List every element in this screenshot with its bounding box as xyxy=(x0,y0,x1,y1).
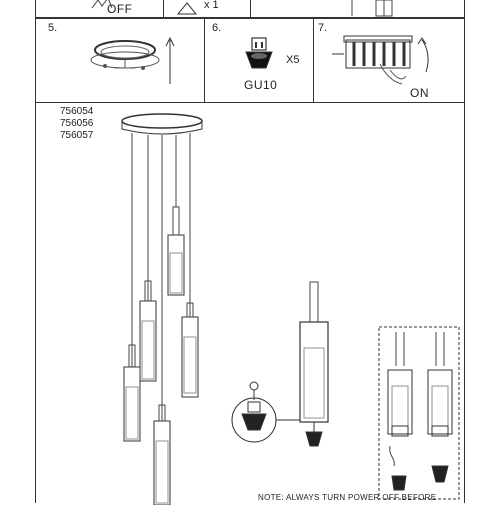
top-right-fixture-icon xyxy=(351,0,393,17)
step-row xyxy=(35,18,465,103)
step-7-number: 7. xyxy=(318,22,328,34)
off-label: OFF xyxy=(107,2,133,16)
bulb-replacement-detail xyxy=(378,326,460,500)
bulb-quantity: X5 xyxy=(286,54,300,66)
model-number-2: 756056 xyxy=(60,118,94,129)
pendant-chandelier-illustration xyxy=(121,113,203,505)
bottom-note: NOTE: ALWAYS TURN POWER OFF BEFORE xyxy=(258,493,437,502)
x1-label: x 1 xyxy=(204,0,219,11)
top-divider-2 xyxy=(250,0,251,18)
main-area-left-edge xyxy=(35,103,36,503)
row-divider-2 xyxy=(313,18,314,103)
lamp-detail-illustration xyxy=(231,281,329,447)
step-6-number: 6. xyxy=(212,22,222,34)
hand-icon xyxy=(91,0,113,9)
gu10-bulb-icon xyxy=(245,37,273,69)
model-number-1: 756054 xyxy=(60,106,94,117)
top-divider-1 xyxy=(163,0,164,18)
model-number-3: 756057 xyxy=(60,130,94,141)
breaker-switch-illustration xyxy=(332,35,429,85)
step-5-number: 5. xyxy=(48,22,58,34)
warning-triangle-icon xyxy=(176,2,198,15)
bulb-type-label: GU10 xyxy=(244,78,278,92)
row-divider-1 xyxy=(204,18,205,103)
on-label: ON xyxy=(410,86,429,100)
main-area-right-edge xyxy=(464,103,465,503)
canopy-ring-illustration xyxy=(90,36,175,84)
